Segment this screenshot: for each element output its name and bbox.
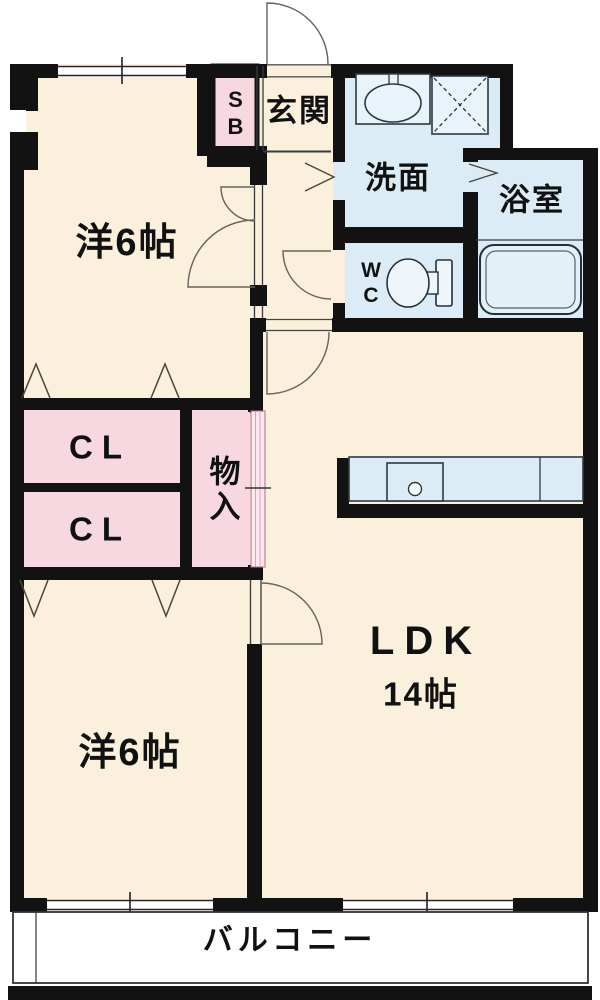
wall-segment xyxy=(180,398,192,580)
fixtures xyxy=(348,73,584,502)
bathtub-icon xyxy=(479,244,582,315)
closet-door-mark xyxy=(19,579,49,619)
hall-ldk-door-swing xyxy=(266,331,330,395)
wall-segment xyxy=(250,318,263,413)
doors xyxy=(187,2,332,645)
wall-segment xyxy=(250,285,267,306)
closet-lower-box xyxy=(14,488,182,570)
room-label-ldk-size: 14帖 xyxy=(383,675,459,713)
closet-door-mark xyxy=(21,362,51,399)
label-wc: WC xyxy=(359,259,383,309)
wall-segment xyxy=(337,504,598,518)
room-label-washroom: 洗面 xyxy=(365,160,431,196)
closet-upper-box xyxy=(14,404,182,486)
wall-segment xyxy=(333,227,475,243)
entrance-opening-lines xyxy=(267,64,331,78)
bedroom-bottom-door-swing xyxy=(260,582,323,645)
bedroom-door-jamb xyxy=(249,580,262,644)
label-storage: 物入 xyxy=(204,455,240,525)
wall-segment xyxy=(513,898,590,912)
hall-ldk-opening-lines xyxy=(266,318,332,332)
washroom-door-mark xyxy=(304,162,336,192)
wall-segment xyxy=(337,458,349,518)
window-ldk xyxy=(343,899,513,911)
wall-segment xyxy=(463,148,598,160)
wc-door-swing xyxy=(282,250,332,300)
bathroom-door-mark xyxy=(468,163,500,183)
closet-door-mark xyxy=(150,362,180,399)
openings xyxy=(266,64,478,332)
wall-segment xyxy=(197,64,215,156)
balcony-railing xyxy=(8,986,592,1000)
window-top-lines xyxy=(58,57,186,84)
wall-segment xyxy=(583,148,598,912)
storage-door-lines xyxy=(255,411,261,567)
wall-segment xyxy=(24,132,38,170)
wall-segment xyxy=(331,318,598,332)
wall-segment xyxy=(500,64,513,152)
wall-segment xyxy=(247,644,262,898)
wall-segment xyxy=(248,565,263,580)
sink-icon xyxy=(355,73,431,125)
closet-door-mark xyxy=(151,579,181,619)
label-closet-lower: CL xyxy=(69,510,131,548)
label-balcony: バルコニー xyxy=(202,924,378,957)
wall-segment xyxy=(463,148,478,332)
room-label-western-bottom: 洋6帖 xyxy=(78,732,182,774)
wall-segment xyxy=(10,898,47,912)
bathroom-opening xyxy=(463,162,478,192)
balcony-outline xyxy=(12,911,589,984)
closet-door-marks xyxy=(19,362,181,619)
toilet-icon xyxy=(386,258,453,308)
bedroom-top-door-swing xyxy=(187,219,256,288)
wall-segment xyxy=(10,483,182,492)
storage-box xyxy=(186,404,250,570)
storage-sliding-door xyxy=(245,410,271,568)
exterior-area xyxy=(512,60,600,150)
hall-ldk-opening xyxy=(266,318,332,332)
room-label-ldk: LDK xyxy=(369,619,483,663)
kitchen-counter xyxy=(348,456,584,502)
wall-notch xyxy=(10,110,26,132)
entrance-door-swing xyxy=(266,2,329,65)
storage-door-panel xyxy=(250,410,266,568)
wall-segment xyxy=(10,398,254,410)
wc-opening xyxy=(333,250,345,303)
kitchen-faucet-icon xyxy=(407,481,423,497)
room-label-bathroom: 浴室 xyxy=(499,182,565,218)
sb-entrance-partition xyxy=(256,66,264,150)
room-label-entrance: 玄関 xyxy=(266,93,332,129)
balcony-area xyxy=(12,911,589,984)
wall-segment xyxy=(213,898,343,912)
wall-segment xyxy=(24,64,38,111)
entrance-opening xyxy=(267,64,331,78)
wall-segment xyxy=(250,155,267,185)
windows xyxy=(47,57,513,918)
washroom-opening xyxy=(333,162,345,200)
label-closet-upper: CL xyxy=(69,428,131,466)
wall-segment xyxy=(10,567,254,580)
room-label-western-top: 洋6帖 xyxy=(75,222,179,264)
label-shoe-box: SB xyxy=(223,87,248,141)
washing-machine-icon xyxy=(431,75,489,135)
door-chevrons xyxy=(304,162,500,192)
